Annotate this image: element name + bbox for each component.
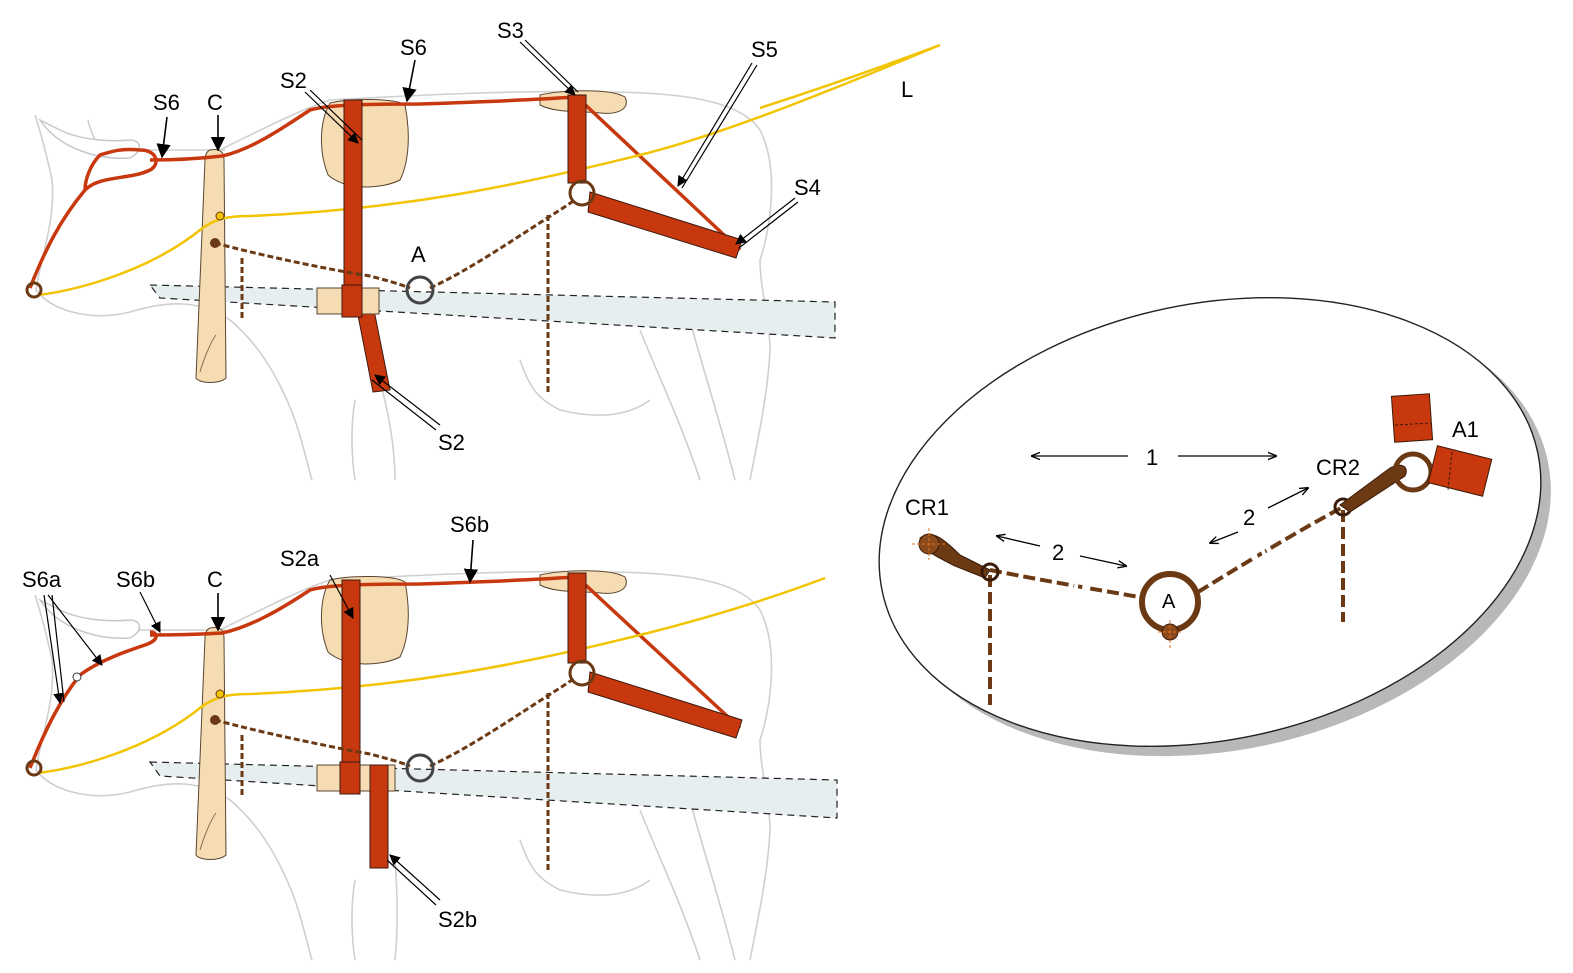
label-dim-2-right: 2: [1243, 505, 1255, 530]
dim-2-left-arrow-a: [997, 536, 1041, 547]
label-detail-a: A: [1162, 591, 1176, 613]
label-s6b-back: S6b: [450, 512, 489, 537]
bottom-nose-ring: [25, 759, 43, 777]
cr1-hook: [912, 528, 991, 579]
top-ring-a: [405, 275, 435, 305]
bottom-horn: [37, 598, 141, 639]
label-c: C: [207, 90, 223, 115]
label-a: A: [411, 242, 426, 267]
top-s6-cord: [28, 95, 576, 289]
top-s3-ring: [568, 179, 596, 207]
bottom-ring-a: [405, 753, 435, 783]
top-harness-diagram: S6 C S2 S6 S3 S5 L S4 A S2: [25, 18, 941, 481]
top-yoke: [195, 149, 227, 383]
top-cow-outline: [34, 90, 773, 481]
label-s2-bottom: S2: [438, 430, 465, 455]
top-s3-strap: [567, 94, 587, 184]
bottom-shaft: [148, 761, 838, 819]
bottom-chain-rear: [429, 676, 576, 768]
detail-oval: 1 2 2 CR1 CR2 A A1: [878, 296, 1551, 757]
bottom-harness-diagram: S6a S6b C S2a S6b S2b: [22, 512, 838, 961]
bottom-s2a-strap: [341, 579, 361, 793]
label-s2b: S2b: [438, 907, 477, 932]
label-s6b-head: S6b: [116, 567, 155, 592]
top-s5-strap: [576, 96, 742, 252]
label-a1: A1: [1452, 417, 1479, 442]
a1-strap-right: [1427, 445, 1493, 497]
label-s4: S4: [794, 175, 821, 200]
top-horn: [37, 118, 141, 159]
bottom-s3-strap: [567, 572, 587, 664]
bottom-pointers: [43, 539, 479, 906]
bottom-s6-cord: [28, 575, 576, 769]
dim-2-left-arrow-b: [1079, 555, 1126, 566]
label-s5: S5: [751, 37, 778, 62]
label-s2a: S2a: [280, 546, 320, 571]
top-saddle-pad: [320, 98, 409, 188]
bottom-s4-strap: [587, 671, 743, 739]
label-l: L: [901, 77, 913, 102]
cr2-hook: [1339, 464, 1407, 513]
dim-2-right-arrow-a: [1210, 531, 1239, 543]
top-nose-ring: [25, 281, 43, 299]
label-s6-head: S6: [153, 90, 180, 115]
label-s2-top: S2: [280, 68, 307, 93]
top-pointers: [156, 39, 799, 431]
top-chain-front: [214, 241, 411, 290]
detail-oval-background: [878, 296, 1542, 748]
bottom-chain-front: [214, 718, 411, 768]
bottom-yoke: [195, 627, 227, 860]
dim-2-right-arrow-b: [1267, 488, 1308, 509]
bottom-s3-ring: [568, 659, 596, 687]
bottom-s5-strap: [576, 576, 742, 730]
top-rein: [37, 43, 941, 297]
label-s6-back: S6: [400, 35, 427, 60]
detail-chain-right: [1196, 505, 1344, 594]
a1-strap-top: [1390, 393, 1434, 443]
label-cr1: CR1: [905, 495, 949, 520]
label-s6a: S6a: [22, 567, 62, 592]
label-dim-1: 1: [1146, 445, 1158, 470]
label-c-bottom: C: [207, 567, 223, 592]
top-chain-rear: [429, 198, 576, 290]
bottom-saddle-pad: [320, 575, 409, 665]
bottom-rein: [37, 576, 826, 775]
bottom-s2b-strap: [369, 764, 389, 869]
top-shaft: [148, 284, 836, 339]
label-s3: S3: [497, 18, 524, 43]
label-cr2: CR2: [1316, 455, 1360, 480]
top-s4-strap: [587, 191, 743, 259]
label-dim-2-left: 2: [1052, 540, 1064, 565]
